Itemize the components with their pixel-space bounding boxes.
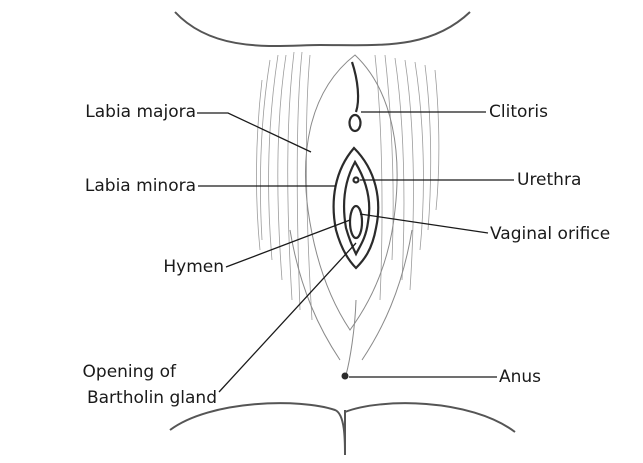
labia-minora-shape <box>334 148 379 268</box>
buttocks-outline <box>170 403 515 455</box>
vaginal-orifice-shape <box>350 206 362 238</box>
clitoris-shape <box>350 115 361 131</box>
hymen-leader <box>226 220 350 267</box>
anus-shape <box>342 373 349 380</box>
label-bartholin-line2: Bartholin gland <box>87 388 217 408</box>
label-urethra: Urethra <box>517 170 581 190</box>
labia-majora-outline <box>305 55 397 330</box>
left-thigh-line <box>290 230 340 360</box>
labia-majora-leader <box>197 113 311 152</box>
label-vaginal-orifice: Vaginal orifice <box>490 224 610 244</box>
urethra-shape <box>354 178 359 183</box>
label-labia-majora: Labia majora <box>85 102 196 122</box>
vaginal-orifice-leader <box>360 214 488 233</box>
bartholin-leader <box>219 243 356 392</box>
labia-minora-inner <box>344 162 369 254</box>
clitoral-hood <box>352 62 358 112</box>
label-labia-minora: Labia minora <box>85 176 196 196</box>
label-bartholin-line1: Opening of <box>83 362 177 382</box>
upper-body-outline <box>175 12 470 46</box>
label-clitoris: Clitoris <box>489 102 548 122</box>
label-hymen: Hymen <box>163 257 224 277</box>
label-anus: Anus <box>499 367 541 387</box>
perineum-line <box>346 300 356 375</box>
